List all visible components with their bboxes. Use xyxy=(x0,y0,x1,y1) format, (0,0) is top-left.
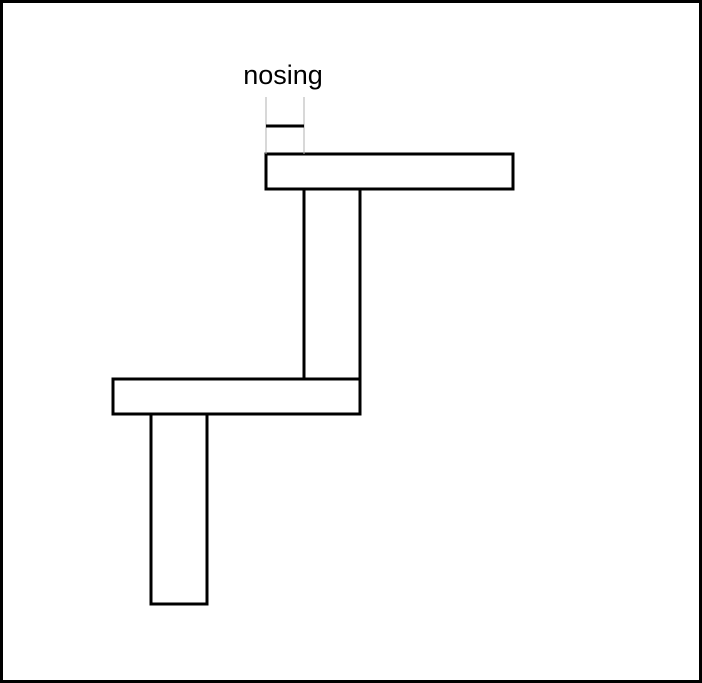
nosing-label: nosing xyxy=(243,60,323,90)
lower-tread xyxy=(111,377,362,416)
lower-riser xyxy=(149,411,209,606)
upper-tread xyxy=(264,152,515,191)
upper-riser xyxy=(302,187,362,381)
